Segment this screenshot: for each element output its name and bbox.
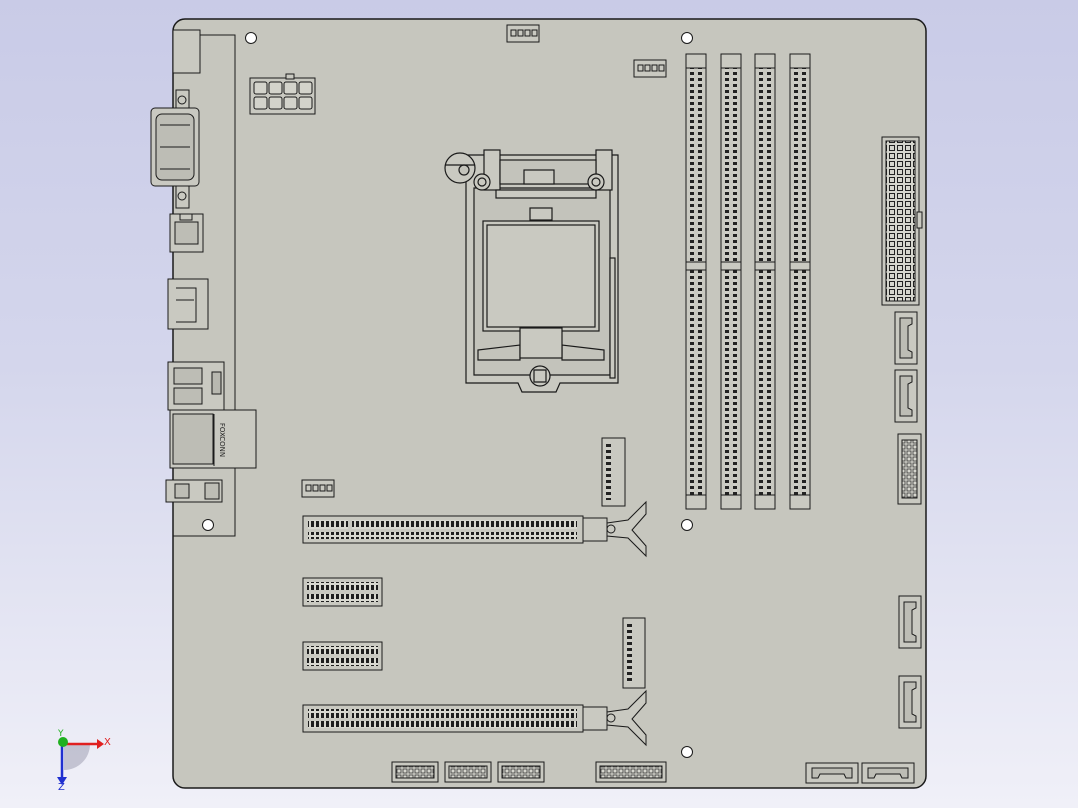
cpu-fan-header (506, 24, 540, 43)
ps2-port (172, 29, 201, 74)
usb3-internal-header (897, 433, 922, 505)
usb2-header-1 (444, 761, 492, 783)
x-arrow-icon (97, 739, 104, 749)
motherboard-model[interactable]: FOXCONN (150, 18, 927, 789)
mounting-holes (202, 32, 693, 758)
sata-port-1 (894, 311, 918, 365)
m2-slot-2 (622, 617, 646, 689)
ram-slot-2 (720, 53, 742, 510)
sata-port-4 (898, 675, 922, 729)
triad-plane (64, 744, 90, 770)
cpu-socket (444, 149, 619, 393)
y-axis-label: Y (57, 729, 64, 739)
sata-port-2 (894, 369, 918, 423)
rear-io-panel: FOXCONN (150, 29, 257, 537)
z-axis-label: Z (58, 782, 65, 793)
pcie-x16-slot-2 (302, 689, 647, 747)
pcb-board[interactable] (172, 18, 927, 789)
ram-slot-3 (754, 53, 776, 510)
front-panel-header (595, 761, 667, 783)
view-triad[interactable]: X Y Z (57, 729, 111, 793)
pcie-x16-slot-1 (302, 500, 647, 558)
hdmi-port (167, 278, 209, 330)
m2-connectors (601, 437, 646, 689)
socket-cavity (482, 220, 600, 332)
bottom-headers (391, 761, 667, 783)
sata-port-5 (805, 762, 859, 784)
z-arrow-icon (57, 777, 67, 785)
y-axis-icon (58, 737, 68, 747)
display-port (169, 213, 204, 253)
ram-slot-4 (789, 53, 811, 510)
m2-slot-1 (601, 437, 626, 507)
usb2-header-2 (497, 761, 545, 783)
pcie-slots (302, 500, 647, 747)
usb3-ports (167, 361, 225, 411)
fan-headers (301, 24, 667, 498)
sata-ports (805, 311, 922, 784)
sys-fan-header-1 (633, 59, 667, 78)
pcie-x4-slot-2 (302, 641, 383, 671)
ram-slots (685, 53, 811, 510)
audio-header (391, 761, 439, 783)
sata-port-3 (898, 595, 922, 649)
cpu-power-connector (249, 73, 316, 115)
socket-screw (529, 365, 551, 387)
sys-fan-header-2 (301, 479, 335, 498)
ram-slot-1 (685, 53, 707, 510)
x-axis-label: X (104, 737, 111, 748)
foxconn-label: FOXCONN (218, 423, 226, 457)
sata-port-6 (861, 762, 915, 784)
pcie-x4-slot-1 (302, 577, 383, 607)
audio-jack (165, 479, 223, 503)
lan-usb-port: FOXCONN (169, 409, 257, 469)
vga-port (150, 89, 200, 209)
atx-24pin-connector (881, 136, 923, 306)
